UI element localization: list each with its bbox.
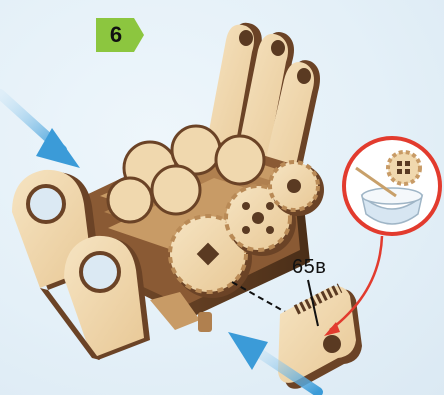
peg [198,312,212,332]
small-gear-icon [388,152,420,184]
motion-arrow-left [0,94,80,168]
part-label: 65в [292,256,326,279]
step-badge: 6 [96,18,146,52]
glue-callout [344,138,440,234]
step-number: 6 [96,18,136,52]
